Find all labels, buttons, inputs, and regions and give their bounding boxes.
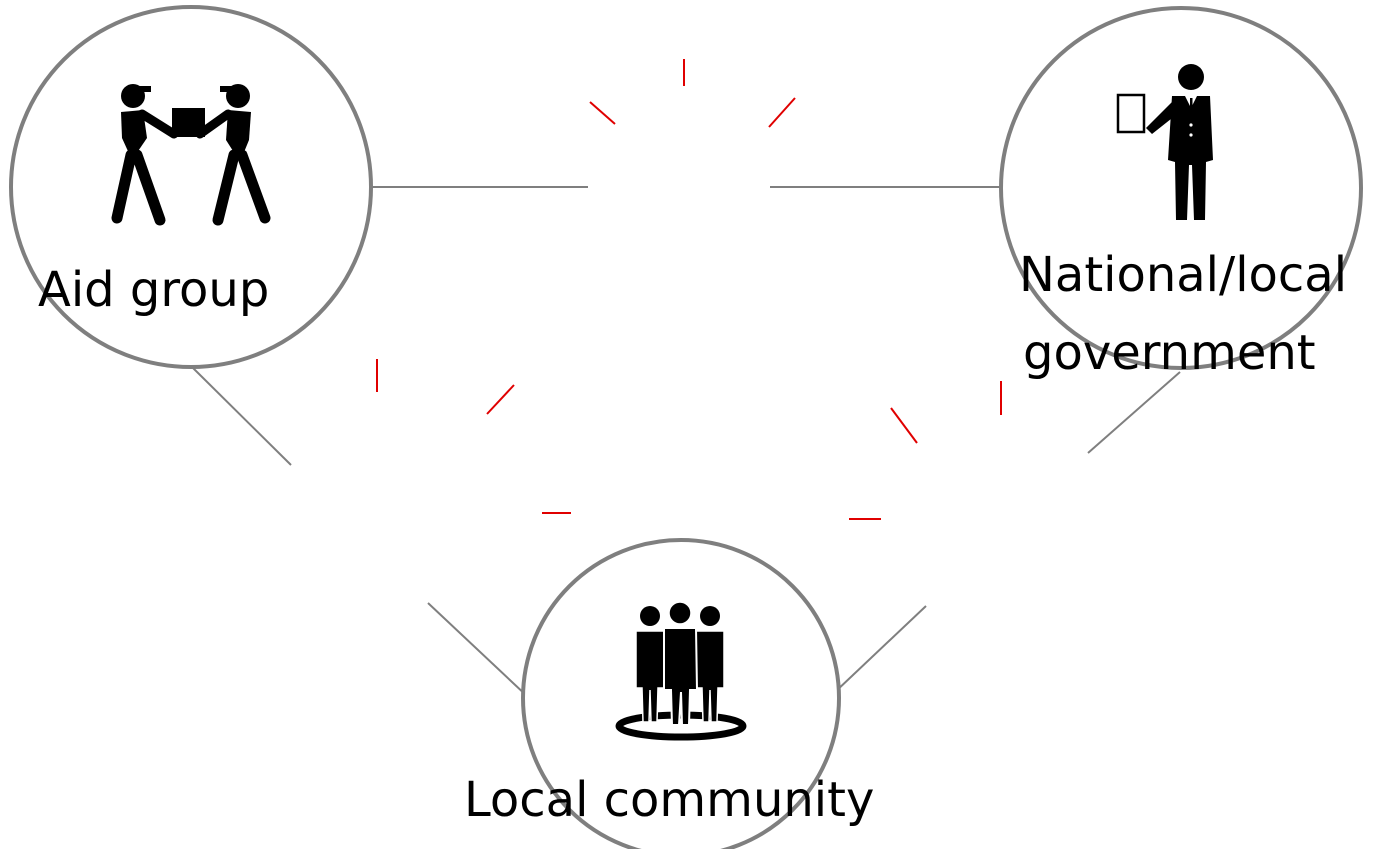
connector-bottom-to-community-right <box>833 605 927 694</box>
two-people-carrying-box-icon <box>111 84 271 226</box>
connector-government-to-bottom-upper <box>1087 371 1181 454</box>
community-label: Local community <box>464 772 874 828</box>
tick-top-left <box>589 101 616 125</box>
official-with-document-icon <box>1116 64 1213 220</box>
connector-aid-to-bottom-upper <box>192 367 292 466</box>
tick-left-diagonal <box>486 384 515 415</box>
government-node: National/local government <box>999 6 1363 381</box>
tick-right-diagonal <box>890 407 918 444</box>
government-label-line2: government <box>1023 325 1316 381</box>
aid-group-node: Aid group <box>9 5 373 369</box>
government-label-line1: National/local <box>1019 247 1347 303</box>
tick-top-right <box>768 97 796 128</box>
connector-bottom-to-community-left <box>427 602 529 698</box>
community-node: Local community <box>464 538 874 849</box>
aid-group-circle <box>9 5 373 369</box>
group-of-people-icon <box>615 601 747 741</box>
connectors <box>192 186 1181 698</box>
aid-group-label: Aid group <box>38 262 269 318</box>
accent-ticks <box>376 59 1002 520</box>
